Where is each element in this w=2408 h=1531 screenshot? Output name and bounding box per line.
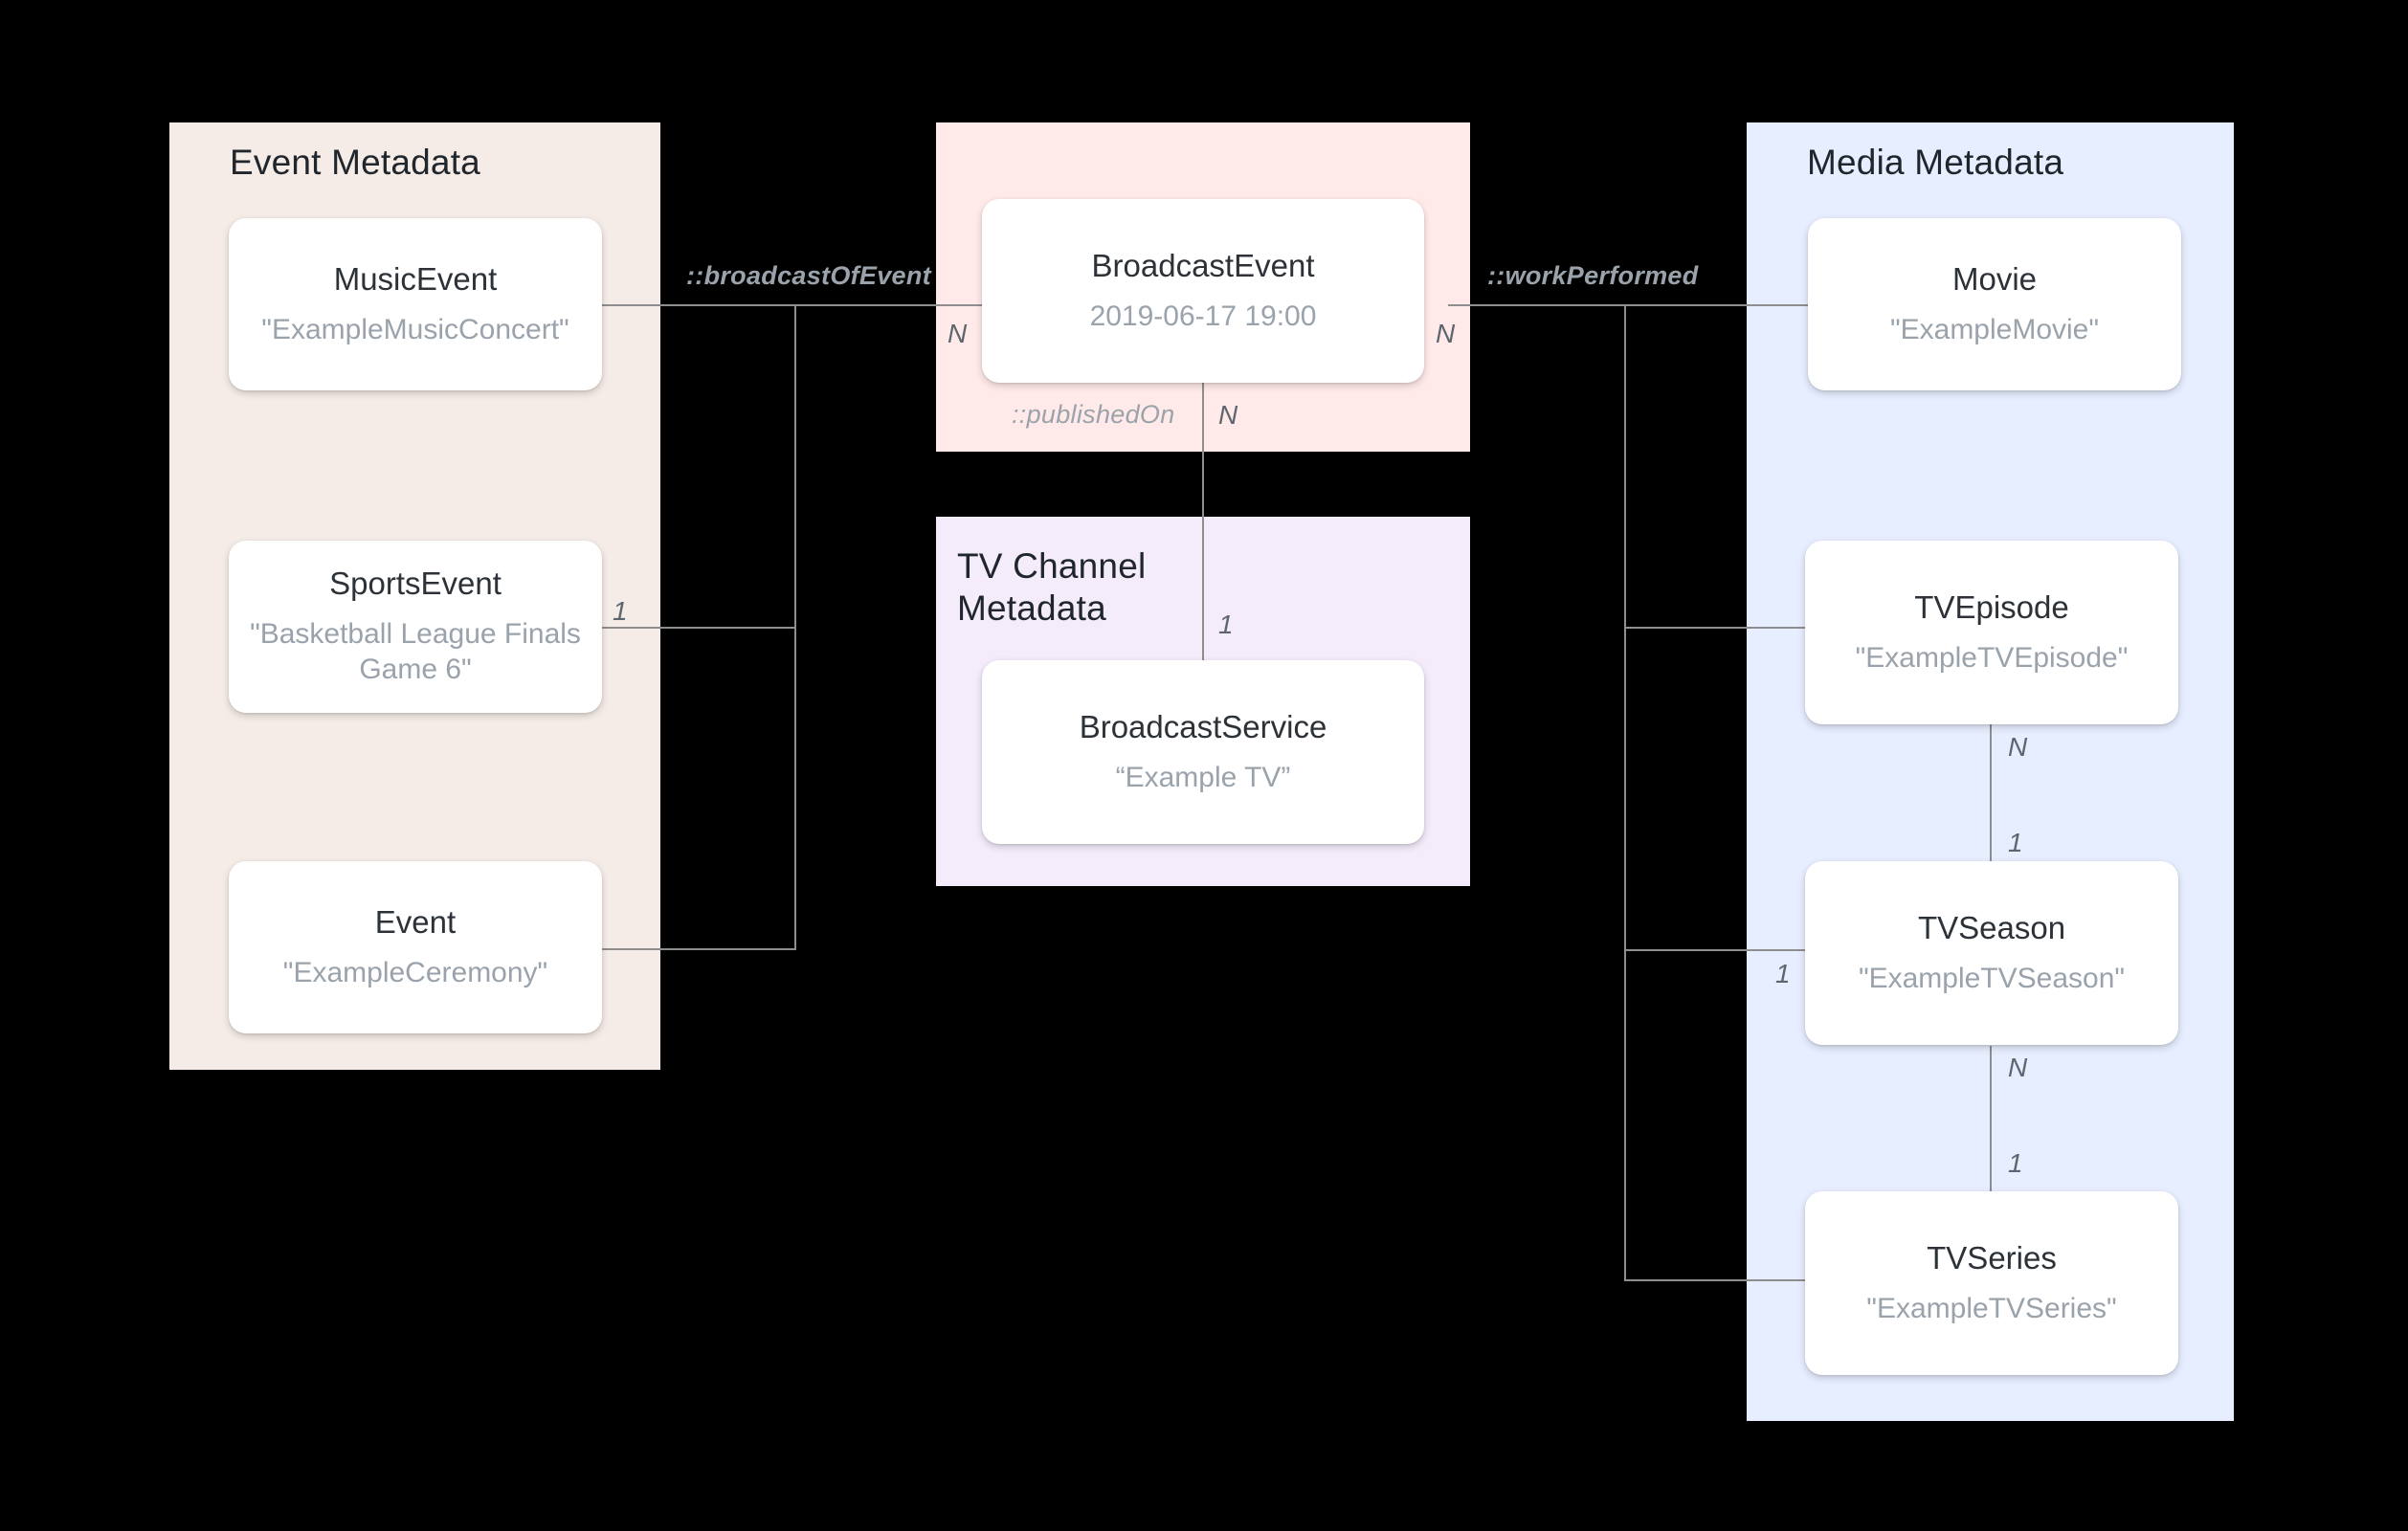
node-movie-subtitle: "ExampleMovie" — [1889, 313, 2100, 345]
edge-musicevent-stub — [602, 304, 796, 306]
node-sportsevent-subtitle: "Basketball League Finals Game 6" — [250, 618, 581, 685]
relation-label-publishedon: ::publishedOn — [1012, 400, 1175, 429]
edge-broadcastevent-left-stub — [936, 304, 982, 306]
edge-trunk-to-tvseason — [1624, 949, 1808, 951]
cardinality-broadcastevent-left: N — [948, 319, 968, 348]
cardinality-broadcastservice-top: 1 — [1218, 610, 1234, 639]
node-event[interactable]: Event "ExampleCeremony" — [229, 861, 602, 1033]
cardinality-broadcastevent-bottom: N — [1218, 400, 1238, 430]
node-broadcastevent[interactable]: BroadcastEvent 2019-06-17 19:00 — [982, 199, 1424, 383]
edge-tvseason-tvseries — [1990, 1046, 1992, 1228]
cardinality-sportsevent-right: 1 — [613, 596, 628, 626]
edge-trunk-to-tvepisode — [1624, 627, 1808, 629]
edge-sportsevent-stub — [602, 627, 796, 629]
node-broadcastservice[interactable]: BroadcastService “Example TV” — [982, 660, 1424, 844]
node-tvepisode-subtitle: "ExampleTVEpisode" — [1855, 641, 2129, 674]
panel-title-tv-channel-metadata: TV Channel Metadata — [957, 546, 1147, 628]
edge-trunk-to-broadcastevent — [794, 304, 976, 306]
node-broadcastevent-title: BroadcastEvent — [1091, 247, 1315, 283]
node-event-title: Event — [374, 903, 457, 940]
node-tvseason[interactable]: TVSeason "ExampleTVSeason" — [1805, 861, 2178, 1045]
cardinality-tvepisode-bottom: N — [2008, 732, 2028, 762]
node-tvseries-subtitle: "ExampleTVSeries" — [1866, 1292, 2117, 1324]
cardinality-tvseason-left: 1 — [1775, 959, 1791, 988]
node-musicevent[interactable]: MusicEvent "ExampleMusicConcert" — [229, 218, 602, 390]
node-broadcastservice-subtitle: “Example TV” — [1115, 761, 1291, 793]
edge-publishedon — [1202, 383, 1204, 660]
node-tvseries-title: TVSeries — [1927, 1239, 2057, 1276]
node-broadcastevent-subtitle: 2019-06-17 19:00 — [1089, 300, 1317, 332]
node-movie-title: Movie — [1951, 260, 2038, 297]
cardinality-tvseason-bottom: N — [2008, 1053, 2028, 1082]
cardinality-broadcastevent-right: N — [1436, 319, 1456, 348]
panel-title-event-metadata: Event Metadata — [230, 143, 480, 182]
relation-label-broadcastofevent: ::broadcastOfEvent — [686, 261, 931, 290]
node-tvseason-title: TVSeason — [1917, 909, 2066, 945]
node-musicevent-subtitle: "ExampleMusicConcert" — [261, 313, 569, 345]
edge-trunk-to-tvseries — [1624, 1279, 1808, 1281]
node-musicevent-title: MusicEvent — [333, 260, 498, 297]
node-tvepisode[interactable]: TVEpisode "ExampleTVEpisode" — [1805, 541, 2178, 724]
edge-right-trunk — [1624, 304, 1626, 1280]
cardinality-tvseries-top: 1 — [2008, 1148, 2023, 1178]
node-movie[interactable]: Movie "ExampleMovie" — [1808, 218, 2181, 390]
node-broadcastservice-title: BroadcastService — [1079, 708, 1327, 744]
node-event-subtitle: "ExampleCeremony" — [282, 956, 548, 988]
edge-left-trunk — [794, 304, 796, 950]
edge-tvepisode-tvseason — [1990, 724, 1992, 906]
edge-broadcastevent-right-stub — [1448, 304, 1630, 306]
node-tvseries[interactable]: TVSeries "ExampleTVSeries" — [1805, 1191, 2178, 1375]
edge-event-stub — [602, 948, 796, 950]
cardinality-tvseason-top: 1 — [2008, 828, 2023, 857]
edge-trunk-to-movie — [1624, 304, 1808, 306]
node-sportsevent[interactable]: SportsEvent "Basketball League Finals Ga… — [229, 541, 602, 713]
node-tvepisode-title: TVEpisode — [1914, 588, 2069, 625]
panel-title-media-metadata: Media Metadata — [1807, 143, 2064, 182]
relation-label-workperformed: ::workPerformed — [1487, 261, 1699, 290]
node-sportsevent-title: SportsEvent — [329, 566, 502, 602]
node-tvseason-subtitle: "ExampleTVSeason" — [1858, 962, 2126, 994]
